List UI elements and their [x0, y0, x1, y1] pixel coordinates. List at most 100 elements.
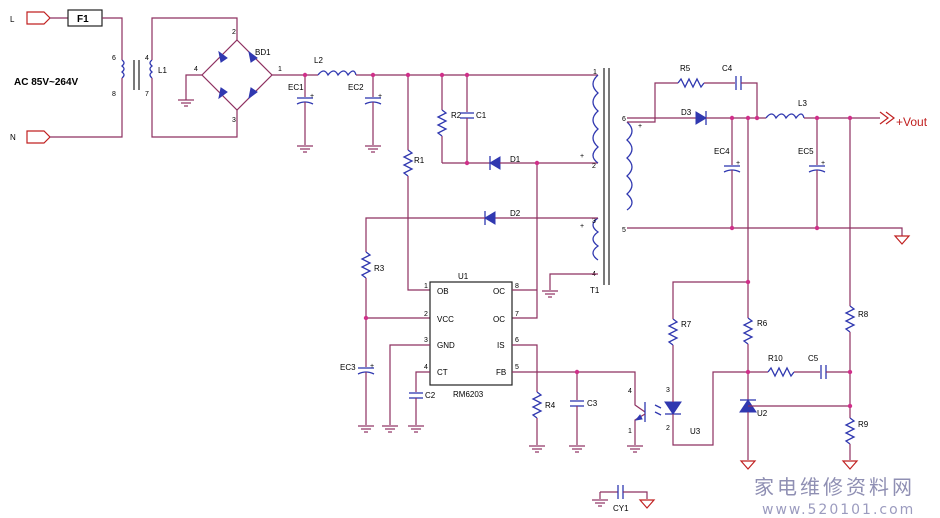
bridge-label: BD1	[255, 48, 271, 57]
pin-t-6: 6	[622, 116, 626, 123]
opto-label: U3	[690, 427, 701, 436]
capacitor-ec2: EC2 +	[348, 75, 382, 145]
resistor-r7: R7	[667, 318, 692, 346]
resistor-r3: R3	[360, 251, 385, 279]
pin-bd-1: 1	[278, 66, 282, 73]
neutral-label: N	[10, 133, 16, 142]
capacitor-c3: C3	[570, 399, 598, 408]
pin-num-8: 8	[515, 283, 519, 290]
pin-num-5: 5	[515, 364, 519, 371]
capacitor-ec3: EC3 +	[340, 363, 375, 425]
line-label: L	[10, 15, 15, 24]
svg-text:+: +	[580, 223, 584, 230]
pin-l1-8: 8	[112, 91, 116, 98]
ground-symbol-12	[739, 460, 757, 470]
capacitor-c2: C2	[409, 391, 436, 400]
ec4-label: EC4	[714, 147, 730, 156]
c3-label: C3	[587, 399, 598, 408]
resistor-r5: R5	[677, 64, 705, 89]
bridge-rectifier-bd1: BD1 2 3 4 1	[194, 29, 282, 124]
c1-label: C1	[476, 111, 487, 120]
r4-label: R4	[545, 401, 556, 410]
r6-label: R6	[757, 319, 768, 328]
c2-label: C2	[425, 391, 436, 400]
pin-gnd: GND	[437, 341, 455, 350]
ground-symbol-10	[627, 445, 643, 453]
r7-label: R7	[681, 320, 692, 329]
pin-t-2: 2	[592, 163, 596, 170]
pin-u3-3: 3	[666, 387, 670, 394]
r8-label: R8	[858, 310, 869, 319]
pin-num-3: 3	[424, 337, 428, 344]
ground-symbol-9	[569, 445, 585, 453]
common-mode-filter-l1: L1 6 8 4 7	[112, 55, 167, 98]
pin-t-5: 5	[622, 227, 626, 234]
ground-symbol-5	[358, 425, 374, 433]
pin-fb: FB	[496, 368, 506, 377]
resistor-r6: R6	[742, 317, 768, 345]
input-line-terminal: L	[10, 11, 51, 25]
filter-label: L1	[158, 66, 167, 75]
pin-num-4: 4	[424, 364, 428, 371]
capacitor-c5: C5	[808, 354, 827, 379]
pin-t-1: 1	[593, 69, 597, 76]
svg-text:+: +	[821, 160, 825, 167]
ground-symbol-13	[841, 460, 859, 470]
ground-symbol-15	[638, 499, 656, 509]
svg-text:+: +	[310, 93, 314, 100]
watermark-url: www.520101.com	[762, 502, 915, 518]
ground-symbol-4	[542, 290, 558, 298]
pin-num-2: 2	[424, 311, 428, 318]
ec5-label: EC5	[798, 147, 814, 156]
r2-label: R2	[451, 111, 462, 120]
svg-text:+: +	[378, 93, 382, 100]
transformer-label: T1	[590, 286, 600, 295]
output-label: +Vout	[896, 115, 928, 129]
resistor-r8: R8	[844, 305, 869, 333]
r1-label: R1	[414, 156, 425, 165]
output-terminal: +Vout	[879, 111, 928, 129]
ec3-label: EC3	[340, 363, 356, 372]
ground-symbol-11	[893, 235, 911, 245]
r9-label: R9	[858, 420, 869, 429]
pin-u3-1: 1	[628, 428, 632, 435]
pin-l1-7: 7	[145, 91, 149, 98]
r3-label: R3	[374, 264, 385, 273]
capacitor-ec5: EC5 +	[798, 147, 826, 173]
pin-oc-1: OC	[493, 287, 505, 296]
ground-symbol-6	[382, 425, 398, 433]
ic-label: U1	[458, 272, 469, 281]
pin-ob: OB	[437, 287, 449, 296]
pin-bd-2: 2	[232, 29, 236, 36]
ground-symbol-3	[365, 145, 381, 153]
capacitor-ec4: EC4 +	[714, 147, 741, 173]
d1-label: D1	[510, 155, 521, 164]
optocoupler-u3: U3 4 1 3 2	[628, 387, 701, 445]
pin-bd-3: 3	[232, 117, 236, 124]
transformer-t1: + + T1 1 2 3 4 6 5	[580, 68, 633, 295]
ec1-label: EC1	[288, 83, 304, 92]
inductor-l3: L3	[765, 99, 807, 120]
junction-dots	[302, 72, 853, 409]
ec2-label: EC2	[348, 83, 364, 92]
ground-symbol-2	[297, 145, 313, 153]
diode-d3: D3	[681, 108, 707, 125]
ycap-label: CY1	[613, 504, 629, 513]
ground-symbol-8	[529, 445, 545, 453]
pin-u3-2: 2	[666, 425, 670, 432]
capacitor-c1: C1	[460, 111, 487, 120]
l2-label: L2	[314, 56, 323, 65]
ac-range-label: AC 85V~264V	[14, 77, 79, 88]
watermark-title: 家电维修资料网	[754, 475, 915, 499]
d3-label: D3	[681, 108, 692, 117]
resistor-r1: R1	[402, 149, 425, 177]
resistor-r4: R4	[531, 391, 556, 419]
pin-ct: CT	[437, 368, 448, 377]
fuse-f1: F1	[67, 9, 103, 27]
svg-text:+: +	[370, 363, 374, 370]
diode-d2: D2	[484, 209, 521, 225]
capacitor-ec1: EC1 +	[288, 75, 314, 145]
inductor-l2: L2	[314, 56, 357, 77]
pin-u3-4: 4	[628, 388, 632, 395]
